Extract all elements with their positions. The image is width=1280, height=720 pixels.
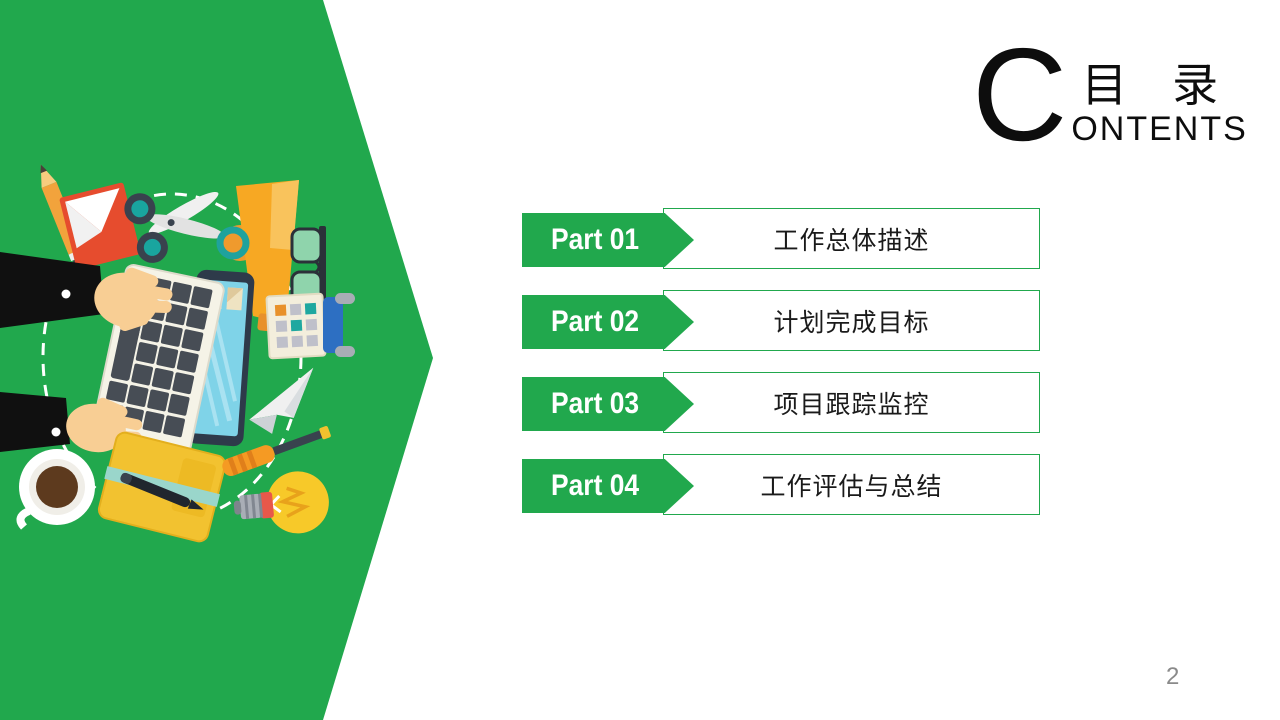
screwdriver-icon <box>222 426 331 476</box>
toc-item-3[interactable]: 项目跟踪监控 Part 03 <box>522 372 1040 433</box>
contents-title-block: 目 录 ONTENTS <box>1071 59 1247 148</box>
stapler-icon <box>323 293 355 357</box>
contents-title-cn: 目 录 <box>1081 59 1235 112</box>
toc-item-4-title: 工作评估与总结 <box>760 472 943 501</box>
toc-item-3-part-flag: Part 03 <box>522 377 694 431</box>
toc-item-4-part-label: Part 04 <box>550 469 640 502</box>
toc-item-1-title: 工作总体描述 <box>773 226 930 255</box>
toc-item-3-box: 项目跟踪监控 <box>663 372 1040 433</box>
right-hand-icon <box>0 392 143 453</box>
toc-item-3-part-label: Part 03 <box>550 387 640 420</box>
toc-list: 工作总体描述 Part 01 计划完成目标 Part 02 项目跟踪监控 Par… <box>522 208 1040 523</box>
toc-item-2-part-flag: Part 02 <box>522 295 694 349</box>
toc-item-2-box: 计划完成目标 <box>663 290 1040 351</box>
toc-item-3-title: 项目跟踪监控 <box>773 390 930 419</box>
contents-title-en: ONTENTS <box>1071 109 1248 148</box>
left-hand-icon <box>0 252 173 332</box>
coffee-cup-icon <box>16 449 95 530</box>
toc-item-1[interactable]: 工作总体描述 Part 01 <box>522 208 1040 269</box>
toc-item-1-part-flag: Part 01 <box>522 213 694 267</box>
toc-item-4-box: 工作评估与总结 <box>663 454 1040 515</box>
envelope-icon <box>59 182 141 270</box>
toc-item-2[interactable]: 计划完成目标 Part 02 <box>522 290 1040 351</box>
calculator-icon <box>265 292 327 360</box>
scissors-icon <box>124 191 225 263</box>
lightbulb-icon <box>233 471 329 534</box>
contents-big-letter: C <box>972 21 1068 168</box>
toc-item-4[interactable]: 工作评估与总结 Part 04 <box>522 454 1040 515</box>
left-illustration <box>0 0 433 720</box>
toc-item-2-part-label: Part 02 <box>550 305 640 338</box>
contents-header: C 目 录 ONTENTS <box>972 21 1248 168</box>
toc-item-2-title: 计划完成目标 <box>773 308 930 337</box>
toc-item-1-box: 工作总体描述 <box>663 208 1040 269</box>
toc-item-4-part-flag: Part 04 <box>522 459 694 513</box>
page-number: 2 <box>1166 663 1180 690</box>
pen-icon <box>120 472 204 510</box>
toc-item-1-part-label: Part 01 <box>550 223 640 256</box>
